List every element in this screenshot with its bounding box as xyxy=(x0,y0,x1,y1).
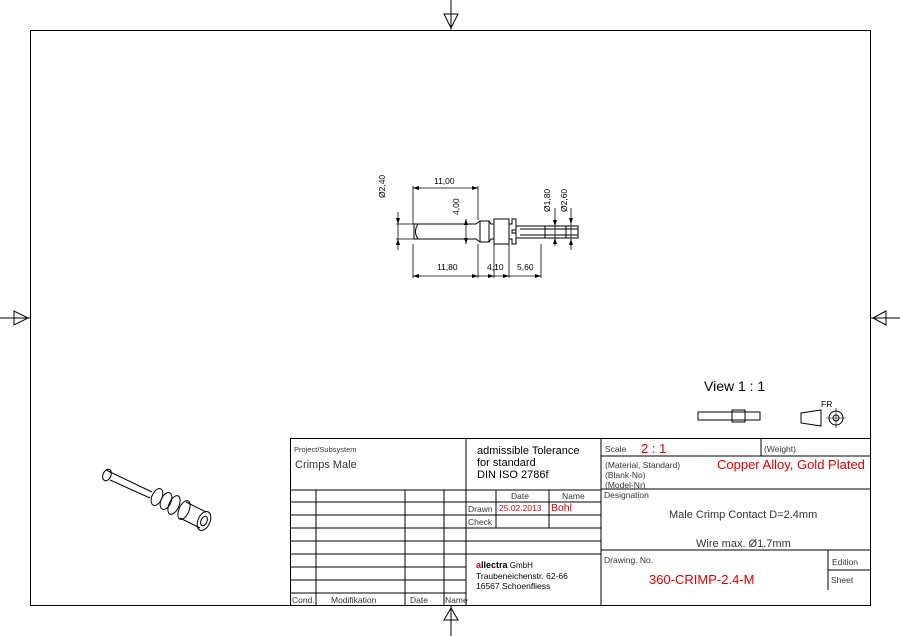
designation-line-2: Wire max. Ø1.7mm xyxy=(696,538,791,550)
view-label: View 1 : 1 xyxy=(704,378,766,394)
project-label: Project/Subsystem xyxy=(294,445,357,454)
material-label: (Material, Standard) xyxy=(605,460,681,470)
weight-label: (Weight) xyxy=(764,444,796,454)
projection-label: FR xyxy=(821,399,833,409)
drawing-number-value: 360-CRIMP-2.4-M xyxy=(649,572,755,587)
drawn-date: 25.02.2013 xyxy=(499,503,542,513)
designation-label: Designation xyxy=(604,490,649,500)
dim-length-4-10: 4,10 xyxy=(487,262,504,272)
dim-length-11-80: 11,80 xyxy=(437,262,458,272)
dim-diameter-1-80: Ø1,80 xyxy=(542,188,552,212)
project-value: Crimps Male xyxy=(295,459,357,471)
tolerance-line-1: admissible Tolerance xyxy=(477,445,580,457)
name-header: Name xyxy=(562,491,585,501)
dim-diameter-2-60: Ø2,60 xyxy=(559,188,569,212)
revision-cond-header: Cond. xyxy=(292,595,315,605)
blank-label: (Blank-No) xyxy=(605,470,646,480)
isometric-part xyxy=(102,468,212,531)
check-label: Check xyxy=(468,517,493,527)
tolerance-line-2: for standard xyxy=(477,457,536,469)
dimension-arrows xyxy=(396,186,573,278)
dim-diameter-2-40: Ø2,40 xyxy=(377,174,387,198)
company-logo: allectra GmbH xyxy=(476,561,533,570)
revision-modification-header: Modifikation xyxy=(331,595,377,605)
title-block-lines xyxy=(290,438,871,606)
drawn-label: Drawn xyxy=(468,504,493,514)
projection-symbol xyxy=(800,408,846,428)
tolerance-line-3: DIN ISO 2786f xyxy=(477,469,549,481)
drawing-number-label: Drawing. No. xyxy=(604,555,654,565)
company-logo-name: llectra xyxy=(481,560,508,570)
drawn-name: Bohl xyxy=(551,502,573,514)
small-view xyxy=(697,409,761,423)
dim-length-11-00: 11,00 xyxy=(434,176,455,186)
company-suffix: GmbH xyxy=(507,561,533,570)
edition-label: Edition xyxy=(832,557,858,567)
revision-date-header: Date xyxy=(410,595,428,605)
company-logo-a: a xyxy=(476,560,482,570)
scale-label: Scale xyxy=(605,444,627,454)
sheet-label: Sheet xyxy=(831,575,854,585)
revision-name-header: Name xyxy=(445,595,468,605)
date-header: Date xyxy=(511,491,529,501)
part-drawing xyxy=(413,218,579,245)
material-value: Copper Alloy, Gold Plated xyxy=(717,457,865,472)
designation-line-1: Male Crimp Contact D=2.4mm xyxy=(669,509,818,521)
scale-value: 2 : 1 xyxy=(641,441,667,456)
dim-length-5-60: 5,60 xyxy=(517,262,534,272)
company-city: 16567 Schoenfliess xyxy=(476,581,551,591)
model-label: (Model-Nr) xyxy=(605,480,646,490)
company-street: Traubeneichenstr. 62-66 xyxy=(476,571,568,581)
dim-length-4-00: 4,00 xyxy=(451,198,461,215)
